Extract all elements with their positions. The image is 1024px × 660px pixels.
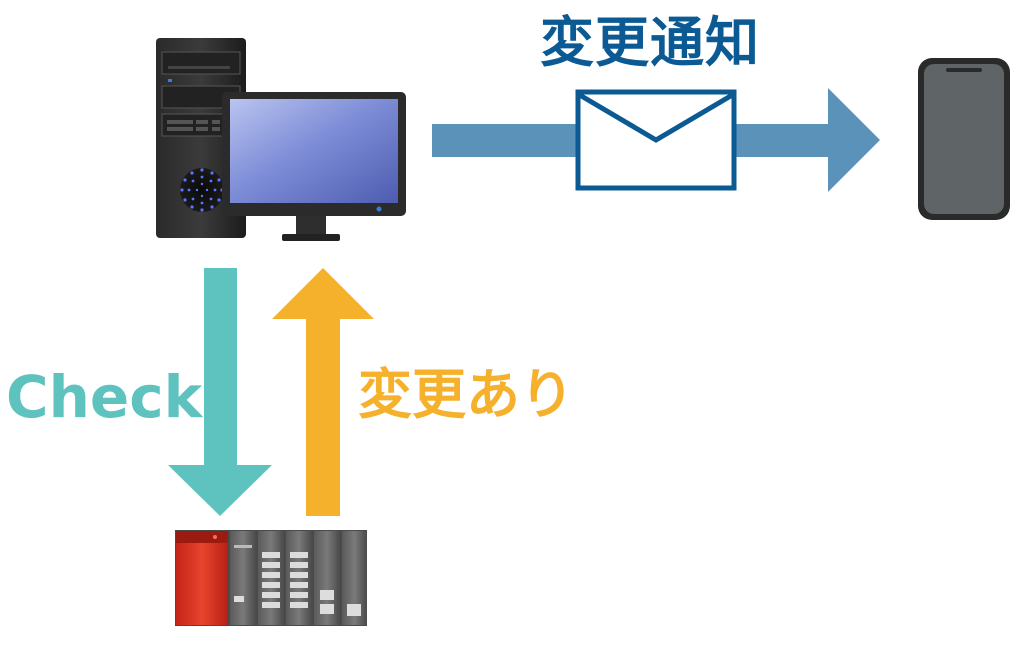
plc-icon (175, 530, 367, 626)
changed-arrow (272, 268, 374, 516)
fan-dots (180, 168, 224, 212)
monitor-icon (222, 92, 406, 241)
check-arrow (168, 268, 272, 516)
changed-label: 変更あり (358, 363, 574, 426)
smartphone-icon (918, 58, 1010, 220)
check-label: Check (6, 363, 203, 431)
envelope-icon (575, 89, 737, 191)
notify-label: 変更通知 (540, 11, 760, 74)
desktop-pc-icon (156, 38, 246, 238)
